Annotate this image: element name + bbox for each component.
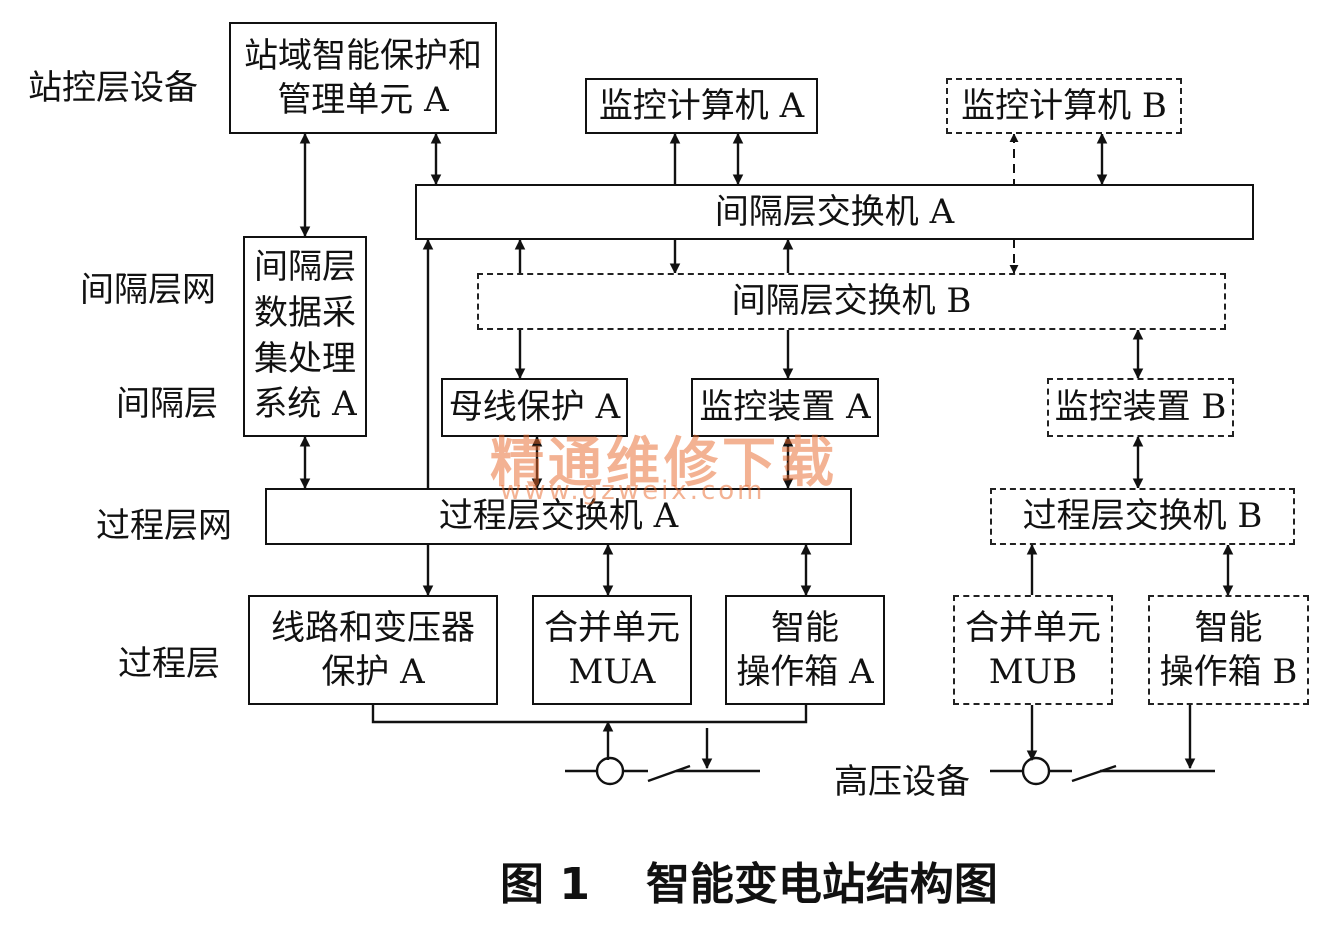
bay-switch-a: 间隔层交换机 A	[415, 184, 1254, 240]
label-process-layer: 过程层	[118, 644, 220, 684]
process-a-bottom-bus	[371, 705, 808, 724]
watermark-url: www.gzweix.com	[500, 476, 766, 506]
smart-operation-box-b: 智能 操作箱 B	[1148, 595, 1309, 705]
figure-number: 图 1	[500, 859, 590, 910]
label-process-network: 过程层网	[96, 506, 232, 546]
figure-title: 智能变电站结构图	[645, 859, 998, 910]
bay-data-processing-system: 间隔层 数据采 集处理 系统 A	[243, 236, 367, 437]
label-station-layer: 站控层设备	[28, 68, 198, 108]
busbar-protection-a: 母线保护 A	[441, 378, 628, 437]
process-switch-a: 过程层交换机 A	[265, 488, 852, 545]
switch-blade-a	[647, 764, 691, 783]
ct-symbol-b	[1021, 756, 1051, 786]
monitor-computer-b: 监控计算机 B	[946, 78, 1182, 134]
label-high-voltage-equipment: 高压设备	[834, 762, 970, 802]
label-bay-network: 间隔层网	[80, 270, 216, 310]
figure-caption: 图 1 智能变电站结构图	[500, 848, 998, 912]
merging-unit-b: 合并单元 MUB	[953, 595, 1113, 705]
monitor-computer-a: 监控计算机 A	[585, 78, 818, 134]
bay-switch-b: 间隔层交换机 B	[477, 273, 1226, 330]
merging-unit-a: 合并单元 MUA	[532, 595, 692, 705]
station-protection-unit: 站域智能保护和 管理单元 A	[229, 22, 497, 134]
ct-symbol-a	[595, 756, 625, 786]
line-transformer-protection-a: 线路和变压器 保护 A	[248, 595, 498, 705]
watermark-text: 精通维修下载	[490, 431, 838, 494]
label-bay-layer: 间隔层	[116, 384, 218, 424]
monitor-device-a: 监控装置 A	[691, 378, 879, 437]
monitor-device-b: 监控装置 B	[1047, 378, 1234, 437]
switch-blade-b	[1071, 764, 1117, 783]
process-switch-b: 过程层交换机 B	[990, 488, 1295, 545]
smart-operation-box-a: 智能 操作箱 A	[725, 595, 885, 705]
